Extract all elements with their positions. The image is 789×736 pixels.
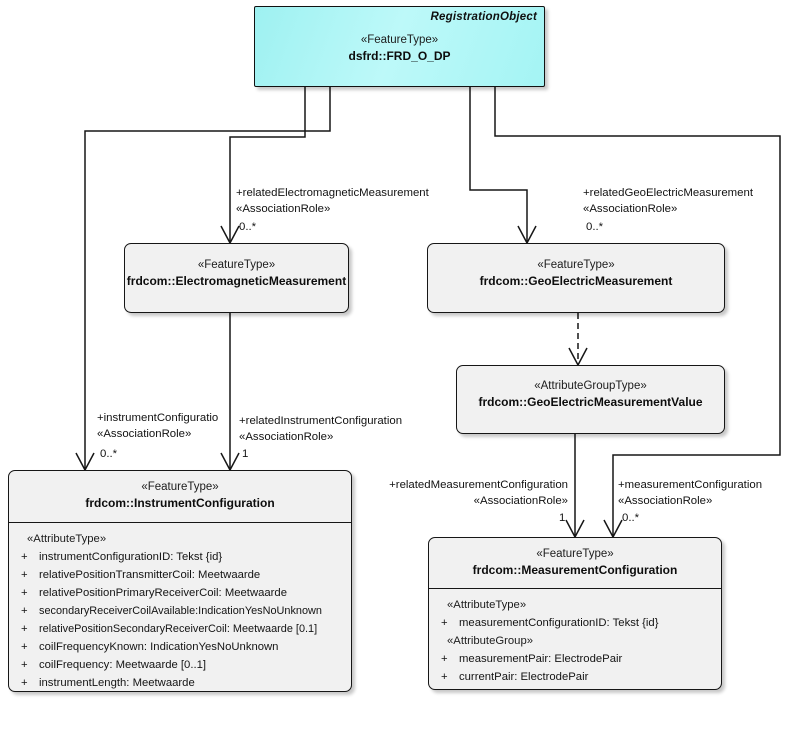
attribute-text: relativePositionTransmitterCoil: Meetwaa… xyxy=(39,569,261,581)
attribute-row: + coilFrequencyKnown: IndicationYesNoUnk… xyxy=(9,638,351,656)
association-role: +instrumentConfiguratio xyxy=(97,412,219,424)
class-header: «FeatureType» frdcom::ElectromagneticMea… xyxy=(125,244,348,289)
class-stereotype: «FeatureType» xyxy=(360,34,439,46)
class-header: RegistrationObject «FeatureType» dsfrd::… xyxy=(255,7,544,64)
class-header: «FeatureType» frdcom::InstrumentConfigur… xyxy=(9,471,351,523)
attribute-text: secondaryReceiverCoilAvailable:Indicatio… xyxy=(39,605,323,617)
association-multiplicity-related-geoelectric-measurement: 0..* xyxy=(586,221,604,233)
class-box-registration-object[interactable]: RegistrationObject «FeatureType» dsfrd::… xyxy=(254,6,545,87)
class-name: frdcom::GeoElectricMeasurementValue xyxy=(478,395,703,409)
class-name: frdcom::InstrumentConfiguration xyxy=(85,496,275,510)
association-stereotype: «AssociationRole» xyxy=(236,202,331,215)
attribute-text: coilFrequency: Meetwaarde [0..1] xyxy=(39,659,207,671)
association-role: +relatedElectromagneticMeasurement xyxy=(236,187,429,199)
association-multiplicity-instrument-configuration: 0..* xyxy=(100,448,118,460)
association-role: +relatedInstrumentConfiguration xyxy=(239,415,403,427)
attribute-row: + currentPair: ElectrodePair xyxy=(429,668,721,686)
class-name: frdcom::MeasurementConfiguration xyxy=(472,563,678,577)
association-role: +relatedGeoElectricMeasurement xyxy=(583,187,753,199)
class-attributes: «AttributeType» + instrumentConfiguratio… xyxy=(9,523,351,691)
class-name: frdcom::GeoElectricMeasurement xyxy=(479,274,673,288)
association-stereotype: «AssociationRole» xyxy=(473,494,568,507)
class-header: «FeatureType» frdcom::GeoElectricMeasure… xyxy=(428,244,724,289)
attribute-row: + measurementPair: ElectrodePair xyxy=(429,650,721,668)
attribute-row: + instrumentConfigurationID: Tekst {id} xyxy=(9,548,351,566)
class-stereotype: «FeatureType» xyxy=(197,259,276,271)
association-stereotype: «AssociationRole» xyxy=(239,430,334,443)
class-stereotype: «FeatureType» xyxy=(536,548,614,560)
class-stereotype: «FeatureType» xyxy=(537,259,615,271)
class-box-instrument-configuration[interactable]: «FeatureType» frdcom::InstrumentConfigur… xyxy=(8,470,352,692)
association-label-related-geoelectric-measurement: +relatedGeoElectricMeasurement «Associat… xyxy=(583,186,753,217)
class-box-measurement-configuration[interactable]: «FeatureType» frdcom::MeasurementConfigu… xyxy=(428,537,722,690)
association-multiplicity-related-electromagnetic-measurement: 0..* xyxy=(239,221,257,233)
attribute-visibility: + xyxy=(441,617,448,629)
attribute-text: instrumentConfigurationID: Tekst {id} xyxy=(39,551,223,563)
class-box-geoelectric-measurement-value[interactable]: «AttributeGroupType» frdcom::GeoElectric… xyxy=(456,365,725,434)
attribute-row: + instrumentLength: Meetwaarde xyxy=(9,674,351,691)
association-label-instrument-configuration: +instrumentConfiguratio «AssociationRole… xyxy=(97,411,218,442)
association-role: +relatedMeasurementConfiguration xyxy=(389,479,568,491)
attribute-row: + measurementConfigurationID: Tekst {id} xyxy=(429,614,721,632)
attribute-section-label: «AttributeType» xyxy=(27,533,107,545)
attribute-text: coilFrequencyKnown: IndicationYesNoUnkno… xyxy=(39,641,279,653)
association-role: +measurementConfiguration xyxy=(618,479,763,491)
attribute-text: measurementConfigurationID: Tekst {id} xyxy=(459,617,659,629)
attribute-section-label: «AttributeType» xyxy=(447,599,527,611)
association-multiplicity-related-instrument-configuration: 1 xyxy=(242,448,249,460)
attribute-text: relativePositionPrimaryReceiverCoil: Mee… xyxy=(39,587,287,599)
attribute-row: + relativePositionPrimaryReceiverCoil: M… xyxy=(9,584,351,602)
arrowhead-instrument-configuration-right xyxy=(220,452,240,472)
association-label-related-electromagnetic-measurement: +relatedElectromagneticMeasurement «Asso… xyxy=(236,186,429,217)
arrowhead-measurement-configuration-left xyxy=(565,519,585,539)
arrowhead-geoelectric-measurement xyxy=(517,225,537,245)
class-attributes: «AttributeType» + measurementConfigurati… xyxy=(429,589,721,689)
arrowhead-measurement-configuration-right xyxy=(603,519,623,539)
attribute-visibility: + xyxy=(441,653,448,665)
association-label-related-instrument-configuration: +relatedInstrumentConfiguration «Associa… xyxy=(239,414,402,445)
class-stereotype: «FeatureType» xyxy=(141,481,219,493)
registration-object-tag: RegistrationObject xyxy=(430,11,537,23)
attribute-row: + secondaryReceiverCoilAvailable:Indicat… xyxy=(9,602,351,620)
attribute-visibility: + xyxy=(21,659,28,671)
class-stereotype: «AttributeGroupType» xyxy=(534,380,647,392)
arrowhead-electromagnetic-measurement xyxy=(220,225,240,245)
association-stereotype: «AssociationRole» xyxy=(583,202,678,215)
class-name: frdcom::ElectromagneticMeasurement xyxy=(126,274,347,288)
attribute-visibility: + xyxy=(21,623,28,635)
association-label-measurement-configuration: +measurementConfiguration «AssociationRo… xyxy=(618,478,762,509)
class-header: «FeatureType» frdcom::MeasurementConfigu… xyxy=(429,538,721,589)
attribute-visibility: + xyxy=(21,551,28,563)
association-stereotype: «AssociationRole» xyxy=(97,427,192,440)
attribute-visibility: + xyxy=(441,671,448,683)
attribute-visibility: + xyxy=(21,677,28,689)
association-label-related-measurement-configuration: +relatedMeasurementConfiguration «Associ… xyxy=(368,478,568,509)
attribute-visibility: + xyxy=(21,587,28,599)
class-header: «AttributeGroupType» frdcom::GeoElectric… xyxy=(457,366,724,410)
class-name: dsfrd::FRD_O_DP xyxy=(348,49,451,63)
association-multiplicity-measurement-configuration: 0..* xyxy=(622,512,640,524)
attribute-text: instrumentLength: Meetwaarde xyxy=(39,677,195,689)
association-stereotype: «AssociationRole» xyxy=(618,494,713,507)
attribute-visibility: + xyxy=(21,605,28,617)
class-box-geoelectric-measurement[interactable]: «FeatureType» frdcom::GeoElectricMeasure… xyxy=(427,243,725,313)
attribute-row: + coilFrequency: Meetwaarde [0..1] xyxy=(9,656,351,674)
attribute-row: + relativePositionSecondaryReceiverCoil:… xyxy=(9,620,351,638)
class-box-electromagnetic-measurement[interactable]: «FeatureType» frdcom::ElectromagneticMea… xyxy=(124,243,349,313)
association-multiplicity-related-measurement-configuration: 1 xyxy=(559,512,566,524)
attribute-visibility: + xyxy=(21,641,28,653)
attribute-visibility: + xyxy=(21,569,28,581)
edge-root-to-geoelectric-measurement xyxy=(469,87,528,243)
arrowhead-instrument-configuration-left xyxy=(75,452,95,472)
attribute-text: currentPair: ElectrodePair xyxy=(459,671,589,683)
attribute-text: relativePositionSecondaryReceiverCoil: M… xyxy=(39,623,318,635)
attribute-row: + relativePositionTransmitterCoil: Meetw… xyxy=(9,566,351,584)
attribute-text: measurementPair: ElectrodePair xyxy=(459,653,623,665)
attribute-section-label: «AttributeGroup» xyxy=(447,635,534,647)
arrowhead-geoelectric-value xyxy=(568,347,588,367)
